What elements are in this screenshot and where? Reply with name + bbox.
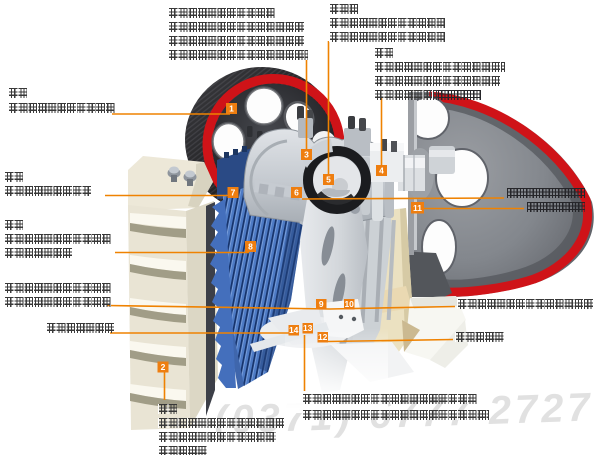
svg-text:6: 6 [294,188,299,198]
svg-text:2: 2 [161,362,166,372]
svg-text:8: 8 [248,242,253,252]
svg-text:11: 11 [413,203,422,213]
svg-text:3: 3 [304,150,309,160]
svg-text:4: 4 [379,166,384,176]
svg-text:10: 10 [344,299,354,309]
svg-text:7: 7 [231,188,236,198]
svg-text:14: 14 [289,325,299,335]
svg-text:5: 5 [326,175,331,185]
svg-text:9: 9 [319,299,324,309]
svg-text:13: 13 [303,323,313,333]
svg-text:1: 1 [229,104,234,114]
svg-text:12: 12 [318,332,328,342]
